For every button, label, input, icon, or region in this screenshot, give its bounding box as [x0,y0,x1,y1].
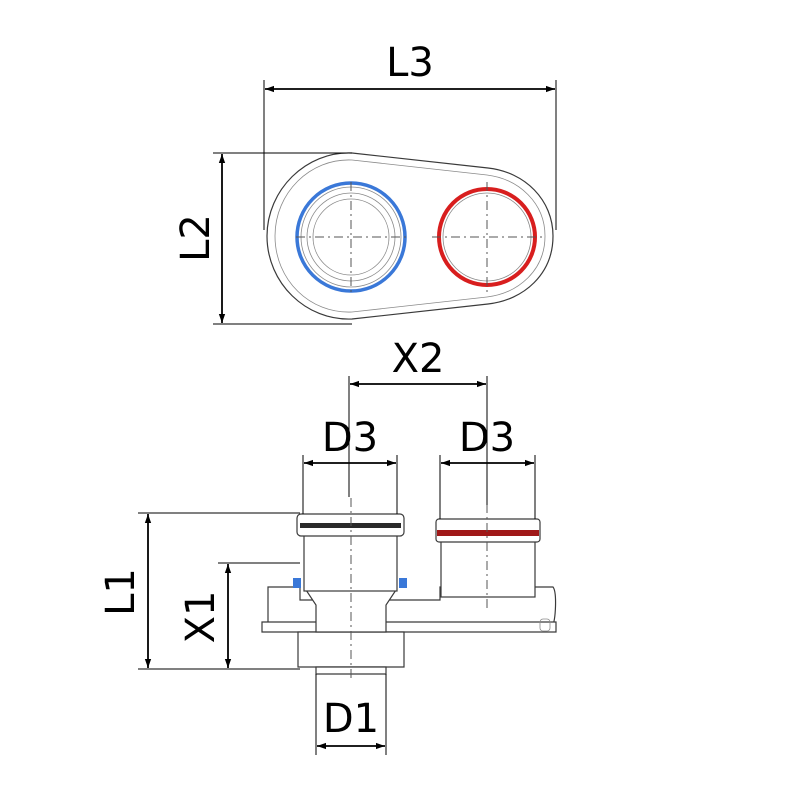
top-view: L3 L2 [173,40,557,325]
cold-port-bore [312,198,390,276]
d1-label: D1 [323,696,379,742]
base-flange [261,621,557,633]
cold-clip-left-icon [293,578,301,588]
x2-label: X2 [392,336,445,382]
top-plate-inner-outline [274,159,546,313]
l1-label: L1 [98,568,144,616]
hot-pipe-body [440,540,536,598]
x1-label: X1 [178,591,224,644]
cold-clip-right-icon [399,578,407,588]
hot-seal-icon [437,530,539,536]
d3-right-label: D3 [459,415,515,461]
l2-label: L2 [173,214,219,262]
base-clip [539,618,551,632]
d3-left-label: D3 [322,415,378,461]
l3-label: L3 [386,40,434,86]
side-view: X2 D3 D3 L1 X1 D1 [98,336,557,755]
